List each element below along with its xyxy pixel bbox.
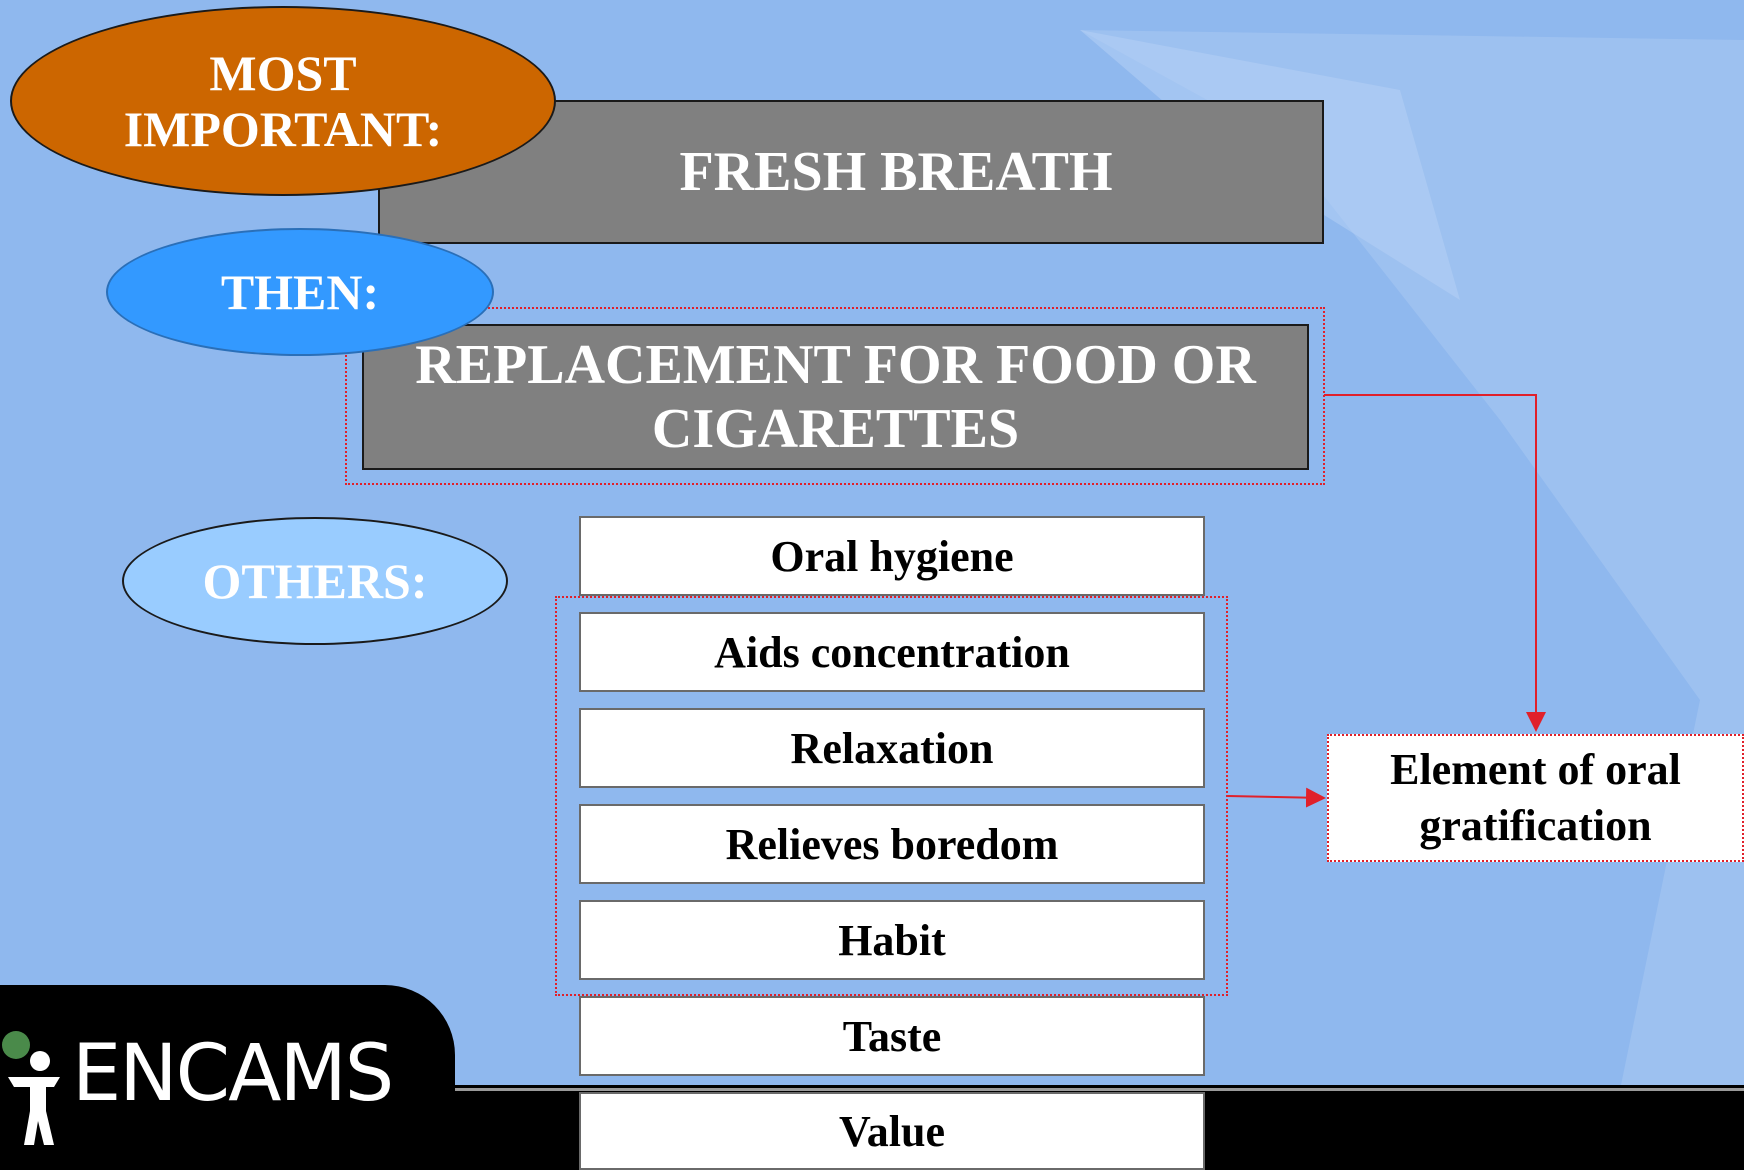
list-item: Habit — [579, 900, 1205, 980]
oral-gratification-group — [555, 596, 1228, 996]
then-label: THEN: — [106, 228, 494, 356]
oral-gratification-text: Element of oral gratification — [1390, 744, 1681, 850]
replacement-connector — [1324, 394, 1546, 732]
replacement-box: REPLACEMENT FOR FOOD OR CIGARETTES — [362, 324, 1309, 470]
fresh-breath-box: FRESH BREATH — [378, 100, 1324, 244]
logo-text: ENCAMS — [72, 1029, 394, 1119]
person-globe-icon — [2, 1031, 60, 1145]
list-item: Value — [579, 1092, 1205, 1170]
fresh-breath-text: FRESH BREATH — [679, 141, 1113, 203]
list-item: Relaxation — [579, 708, 1205, 788]
list-item: Taste — [579, 996, 1205, 1076]
list-item: Oral hygiene — [579, 516, 1205, 596]
most-important-text: MOST IMPORTANT: — [123, 45, 443, 157]
replacement-frame — [345, 307, 1325, 485]
encams-logo: ENCAMS — [0, 1025, 440, 1165]
list-item: Relieves boredom — [579, 804, 1205, 884]
others-label: OTHERS: — [122, 517, 508, 645]
oral-gratification-box: Element of oral gratification — [1327, 734, 1744, 862]
most-important-label: MOST IMPORTANT: — [10, 6, 556, 196]
replacement-text: REPLACEMENT FOR FOOD OR CIGARETTES — [415, 333, 1256, 460]
others-text: OTHERS: — [202, 553, 428, 609]
then-text: THEN: — [220, 264, 380, 320]
footer-line — [440, 1088, 1744, 1091]
list-item: Aids concentration — [579, 612, 1205, 692]
logo-panel — [0, 985, 455, 1170]
others-connector — [1227, 787, 1326, 808]
